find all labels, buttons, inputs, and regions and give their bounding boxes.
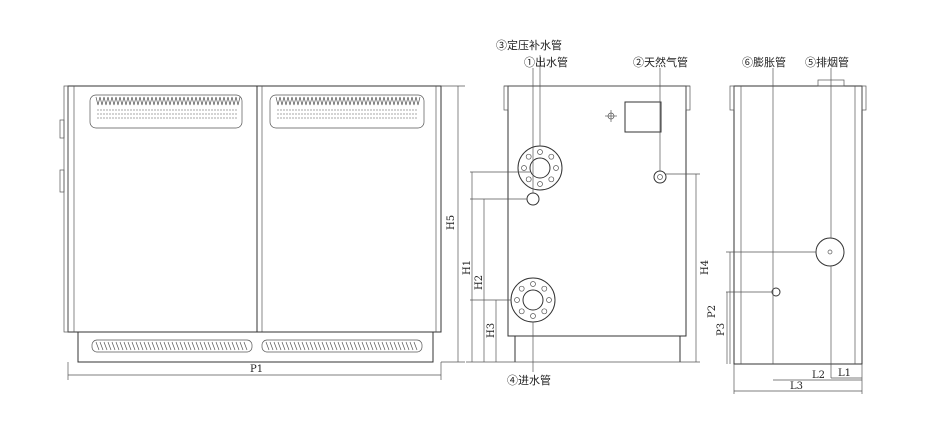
makeup-pipe-port: [526, 192, 540, 206]
dim-h4: H4: [700, 260, 711, 275]
label-pressure-makeup-pipe: ③定压补水管: [496, 38, 562, 52]
dim-p1: P1: [250, 364, 263, 375]
label-expansion-pipe: ⑥膨胀管: [742, 55, 786, 69]
dim-h5: H5: [446, 215, 457, 230]
flue-outlet: [815, 237, 845, 267]
label-gas-pipe: ②天然气管: [633, 55, 688, 69]
dim-h1: H1: [462, 260, 473, 275]
top-vent-left: [89, 94, 243, 129]
front-cabinet-outline: [67, 85, 442, 333]
dim-l3: L3: [790, 381, 803, 392]
rear-cabinet-outline: [733, 85, 863, 365]
dim-l1: L1: [838, 368, 851, 379]
top-vent-right: [269, 94, 425, 129]
dim-p3: P3: [716, 323, 727, 336]
dim-l2: L2: [812, 370, 825, 381]
label-inlet-pipe: ④进水管: [507, 373, 551, 387]
inlet-flange: [510, 277, 556, 323]
label-flue-pipe: ⑤排烟管: [805, 55, 849, 69]
dim-h3: H3: [486, 323, 497, 338]
side-cabinet-outline: [507, 85, 687, 337]
label-outlet-pipe: ①出水管: [524, 55, 568, 69]
front-base: [77, 331, 434, 363]
rear-side-view: P2 P3 L1 L2 L3 ⑥膨胀管 ⑤排烟管: [707, 55, 867, 394]
control-box: [624, 101, 662, 133]
front-view: P1 H5: [59, 85, 465, 380]
bottom-vent-right: [261, 339, 423, 353]
dim-p2: P2: [707, 305, 718, 318]
gas-pipe-port: [653, 170, 667, 184]
pipe-side-view: H1 H2 H3 H4 ③定压补水管 ①出水管 ②天然气管 ④进水管: [462, 38, 711, 387]
outlet-flange: [517, 145, 563, 191]
dim-h2: H2: [474, 275, 485, 290]
bottom-vent-left: [91, 339, 253, 353]
